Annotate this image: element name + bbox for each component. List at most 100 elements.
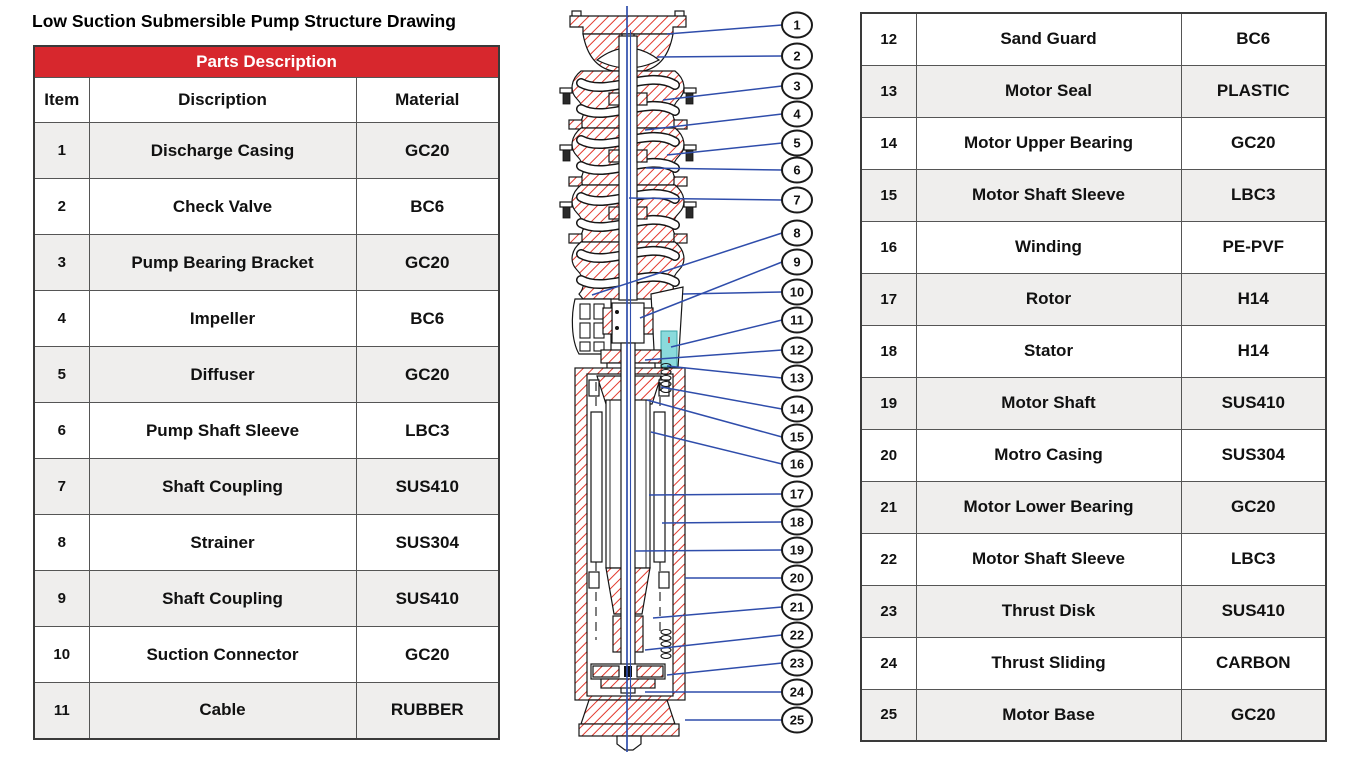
callout-circle bbox=[781, 621, 813, 649]
cell-item: 17 bbox=[860, 272, 917, 326]
callout-circle bbox=[781, 395, 813, 423]
cell-item: 19 bbox=[860, 376, 917, 430]
leader-line bbox=[648, 493, 783, 496]
cell-material: SUS410 bbox=[1180, 376, 1327, 430]
cell-item: 16 bbox=[860, 220, 917, 274]
cell-description: Winding bbox=[915, 220, 1182, 274]
parts-table-left: Parts Description Item Discription Mater… bbox=[33, 45, 501, 740]
pump-cross-section-svg: 1234567891011121314151617181920212223242… bbox=[559, 6, 813, 752]
callout-number: 9 bbox=[793, 255, 800, 270]
cell-item: 2 bbox=[33, 178, 90, 235]
cell-item: 21 bbox=[860, 480, 917, 534]
cell-material: BC6 bbox=[355, 178, 500, 235]
callout-number: 8 bbox=[793, 226, 800, 241]
cell-material: SUS304 bbox=[1180, 428, 1327, 482]
leader-line bbox=[661, 521, 783, 524]
leader-line bbox=[682, 291, 783, 295]
cell-material: CARBON bbox=[1180, 636, 1327, 690]
column-header-item: Item bbox=[33, 77, 90, 123]
callout-number: 5 bbox=[793, 136, 800, 151]
leader-line bbox=[646, 399, 783, 438]
cell-item: 6 bbox=[33, 402, 90, 459]
column-header-material: Material bbox=[355, 77, 500, 123]
cell-item: 23 bbox=[860, 584, 917, 638]
callout-number: 12 bbox=[790, 343, 804, 358]
callout-circle bbox=[781, 450, 813, 478]
callout-circle bbox=[781, 508, 813, 536]
motor-base bbox=[580, 699, 676, 725]
leader-line bbox=[644, 634, 783, 651]
cell-item: 24 bbox=[860, 636, 917, 690]
parts-description-header: Parts Description bbox=[33, 45, 500, 78]
leader-line bbox=[666, 142, 783, 156]
callout-number: 7 bbox=[793, 193, 800, 208]
cell-description: Suction Connector bbox=[88, 626, 357, 683]
callout-circle bbox=[781, 306, 813, 334]
cell-item: 12 bbox=[860, 12, 917, 66]
callout-circle bbox=[781, 423, 813, 451]
cell-description: Impeller bbox=[88, 290, 357, 347]
leader-line bbox=[666, 662, 783, 676]
leader-line bbox=[644, 349, 783, 361]
leader-line bbox=[644, 113, 783, 131]
cell-material: H14 bbox=[1180, 272, 1327, 326]
cell-description: Shaft Coupling bbox=[88, 458, 357, 515]
cell-material: LBC3 bbox=[1180, 168, 1327, 222]
callout-number: 20 bbox=[790, 571, 804, 586]
cell-description: Motor Shaft Sleeve bbox=[915, 532, 1182, 586]
cell-material: GC20 bbox=[355, 234, 500, 291]
callout-number: 15 bbox=[790, 430, 804, 445]
callout-circle bbox=[781, 248, 813, 276]
cell-item: 5 bbox=[33, 346, 90, 403]
leader-line bbox=[652, 606, 783, 619]
cell-item: 22 bbox=[860, 532, 917, 586]
cell-item: 3 bbox=[33, 234, 90, 291]
motor-shaft bbox=[620, 342, 636, 694]
cell-item: 25 bbox=[860, 688, 917, 742]
cell-item: 15 bbox=[860, 168, 917, 222]
cell-item: 7 bbox=[33, 458, 90, 515]
cell-description: Strainer bbox=[88, 514, 357, 571]
cell-item: 14 bbox=[860, 116, 917, 170]
cell-item: 4 bbox=[33, 290, 90, 347]
cell-material: SUS410 bbox=[355, 458, 500, 515]
cell-material: GC20 bbox=[355, 122, 500, 179]
callout-number: 13 bbox=[790, 371, 804, 386]
cell-material: LBC3 bbox=[355, 402, 500, 459]
cell-material: PLASTIC bbox=[1180, 64, 1327, 118]
callout-circle bbox=[781, 129, 813, 157]
callout-circle bbox=[781, 364, 813, 392]
callout-circle bbox=[781, 480, 813, 508]
cell-item: 13 bbox=[860, 64, 917, 118]
thrust-sliding bbox=[600, 678, 656, 689]
cell-description: Cable bbox=[88, 682, 357, 739]
cell-material: GC20 bbox=[1180, 480, 1327, 534]
cell-material: H14 bbox=[1180, 324, 1327, 378]
callout-number: 1 bbox=[793, 18, 800, 33]
callout-number: 25 bbox=[790, 713, 804, 728]
leader-line bbox=[662, 85, 783, 101]
stator-bar-left bbox=[590, 411, 603, 563]
cell-material: GC20 bbox=[1180, 688, 1327, 742]
cell-description: Motor Shaft bbox=[915, 376, 1182, 430]
cell-material: LBC3 bbox=[1180, 532, 1327, 586]
cell-item: 10 bbox=[33, 626, 90, 683]
cell-material: SUS304 bbox=[355, 514, 500, 571]
callout-circle bbox=[781, 42, 813, 70]
callout-number: 17 bbox=[790, 487, 804, 502]
callout-circle bbox=[781, 100, 813, 128]
cell-description: Stator bbox=[915, 324, 1182, 378]
motor-section bbox=[574, 342, 686, 751]
cell-description: Motor Seal bbox=[915, 64, 1182, 118]
callout-number: 21 bbox=[790, 600, 804, 615]
